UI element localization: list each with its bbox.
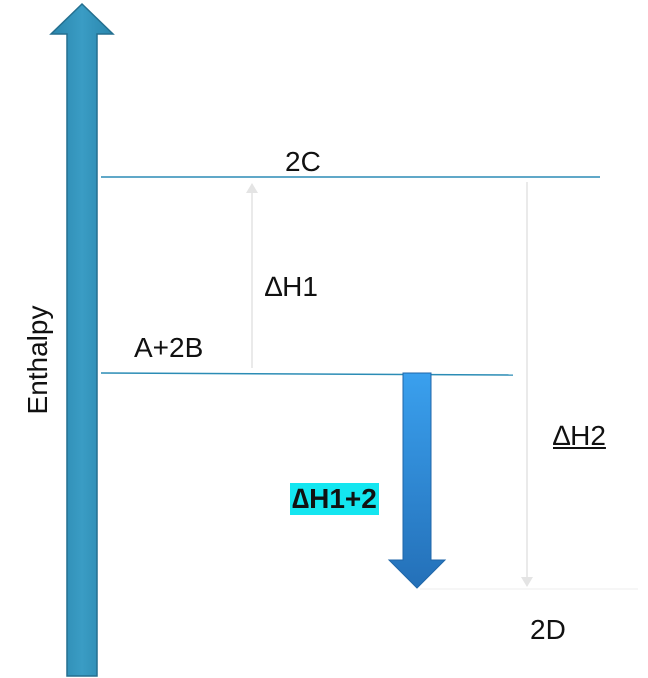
- level-label-2d: 2D: [530, 614, 566, 645]
- enthalpy-axis-label: Enthalpy: [22, 305, 53, 415]
- dh1-arrow-head: [246, 183, 258, 193]
- dh1-label: ∆H1: [265, 271, 318, 302]
- enthalpy-axis-arrow: [49, 2, 115, 677]
- level-label-a2b: A+2B: [134, 332, 204, 363]
- dh2-label: ∆H2: [553, 420, 606, 451]
- level-label-2c: 2C: [285, 146, 321, 177]
- dh2-arrow-head: [521, 577, 533, 587]
- dh-combined-label: ∆H1+2: [290, 483, 379, 515]
- dh-combined-arrow: [387, 372, 447, 589]
- level-line-a2b: [100, 372, 514, 376]
